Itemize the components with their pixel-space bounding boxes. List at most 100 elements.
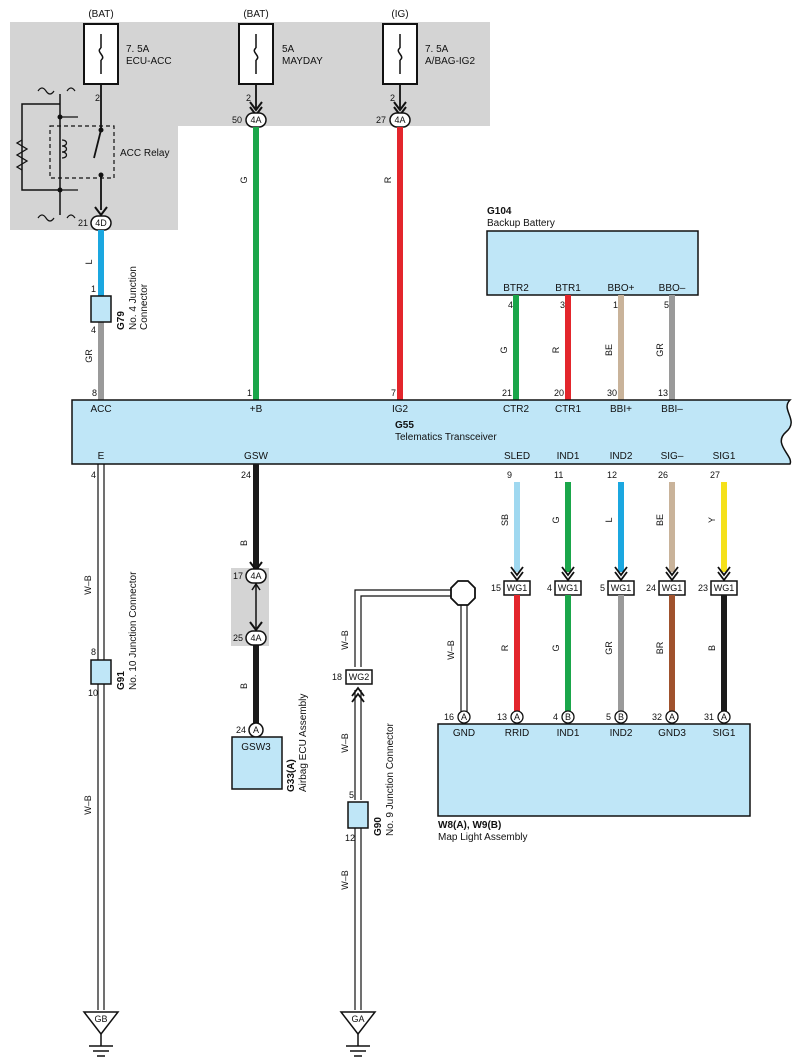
pin-num: 21 [502, 388, 512, 398]
pin-num: 13 [497, 712, 507, 722]
pin-num: 12 [607, 470, 617, 480]
wire-color-label: W–B [83, 575, 93, 595]
g55-telematics-transceiver: G55 Telematics Transceiver ACC +B IG2 CT… [71, 388, 792, 480]
g91-junction-connector: 8 10 G91 No. 10 Junction Connector [88, 571, 139, 698]
g90-code: G90 [373, 817, 384, 836]
connector-code: WG1 [662, 583, 683, 593]
pin-num: 24 [241, 470, 251, 480]
connector-4d: 4D 21 [78, 206, 112, 231]
wire-color-label: W–B [446, 640, 456, 660]
fuse-rating: 7. 5A [126, 44, 150, 55]
pin-label: IND2 [610, 728, 633, 739]
connector-pin: 23 [698, 583, 708, 593]
connector-pin: 18 [332, 672, 342, 682]
connector-pin: 17 [233, 571, 243, 581]
wg1-connector-ind2: WG1 5 [600, 566, 635, 596]
pin-num: 8 [92, 388, 97, 398]
wg1-connector-rrid: WG1 15 [491, 566, 531, 596]
connector-4a-ig2: 4A 27 [376, 84, 411, 128]
g90-name: No. 9 Junction Connector [385, 722, 396, 836]
fuse-rating: 7. 5A [425, 44, 449, 55]
wire-color-label: Y [707, 517, 717, 523]
wire-color-label: G [239, 176, 249, 183]
pin-num: 26 [658, 470, 668, 480]
ground-gb: GB [82, 1011, 120, 1057]
g33-name: Airbag ECU Assembly [298, 694, 309, 792]
connector-pin: 5 [600, 583, 605, 593]
pin-num: 13 [658, 388, 668, 398]
wire-color-label: R [551, 346, 561, 353]
wire-color-label: R [383, 176, 393, 183]
fuse-source: (IG) [391, 9, 408, 20]
pin-label: E [98, 451, 105, 462]
pin-num: 4 [553, 712, 558, 722]
pin-label: SIG1 [713, 728, 736, 739]
pin-letter: A [514, 712, 520, 722]
pin-label: IG2 [392, 404, 409, 415]
fuse-source: (BAT) [243, 9, 268, 20]
g79-junction-connector: 1 4 G79 No. 4 Junction Connector [90, 266, 150, 335]
fuse-name: ECU-ACC [126, 56, 172, 67]
fuse-pin: 2 [95, 93, 100, 103]
pin-letter: A [253, 725, 259, 735]
wg1-connector-gnd3: WG1 24 [646, 566, 686, 596]
wire-color-label: W–B [340, 630, 350, 650]
pin-label: SIG– [661, 451, 684, 462]
pin-label: SIG1 [713, 451, 736, 462]
connector-code: WG1 [611, 583, 632, 593]
connector-code: 4A [250, 571, 261, 581]
pin-bottom: 10 [88, 688, 98, 698]
map-light-code: W8(A), W9(B) [438, 820, 501, 831]
connector-code: 4A [250, 633, 261, 643]
pin-num: 1 [247, 388, 252, 398]
connector-code: WG1 [714, 583, 735, 593]
connector-code: WG1 [558, 583, 579, 593]
pin-num: 30 [607, 388, 617, 398]
pin-top: 5 [349, 790, 354, 800]
connector-code: WG1 [507, 583, 528, 593]
wire-color-label: G [551, 516, 561, 523]
wire-color-label: BR [655, 641, 665, 654]
g90-junction-connector: 5 12 G90 No. 9 Junction Connector [345, 722, 396, 843]
pin-label: GND3 [658, 728, 686, 739]
connector-pin: 15 [491, 583, 501, 593]
wire-color-label: W–B [83, 795, 93, 815]
connector-pin: 25 [233, 633, 243, 643]
g55-name: Telematics Transceiver [395, 432, 497, 443]
pin-label: BBO– [659, 283, 686, 294]
g33-airbag-ecu: A 24 GSW3 G33(A) Airbag ECU Assembly [231, 694, 309, 792]
map-light-assembly: A A B B A A 16 13 4 5 32 31 GND RRID IND… [437, 710, 751, 843]
pin-num: 5 [606, 712, 611, 722]
wire-color-label: GR [655, 343, 665, 357]
airbag-connector-17: 4A 17 [233, 561, 267, 591]
pin-letter: A [461, 712, 467, 722]
pin-bottom: 4 [91, 325, 96, 335]
pin-label: GSW [244, 451, 268, 462]
fuse-source: (BAT) [88, 9, 113, 20]
pin-letter: B [618, 712, 624, 722]
wire-color-label: R [500, 644, 510, 651]
ground-splice-wires [354, 589, 468, 1010]
pin-letter: B [565, 712, 571, 722]
fuse-name: A/BAG-IG2 [425, 56, 475, 67]
fuse-ecu-acc: (BAT) 7. 5A ECU-ACC 2 [83, 9, 172, 103]
wire-color-label: BE [655, 514, 665, 526]
pin-num: 7 [391, 388, 396, 398]
wire-color-label: B [239, 683, 249, 689]
pin-num: 9 [507, 470, 512, 480]
wire-color-label: L [84, 259, 94, 264]
relay-label: ACC Relay [120, 148, 169, 159]
g104-name: Backup Battery [487, 218, 555, 229]
g55-code: G55 [395, 420, 414, 431]
fuse-rating: 5A [282, 44, 295, 55]
wire-e-ground [97, 464, 105, 1010]
pin-label: BBI+ [610, 404, 632, 415]
ground-code: GB [94, 1014, 107, 1024]
pin-top: 8 [91, 647, 96, 657]
g91-code: G91 [116, 671, 127, 690]
wire-color-label: W–B [340, 870, 350, 890]
pin-label: GND [453, 728, 475, 739]
pin-label: CTR1 [555, 404, 582, 415]
pin-num: 16 [444, 712, 454, 722]
pin-label: IND1 [557, 728, 580, 739]
